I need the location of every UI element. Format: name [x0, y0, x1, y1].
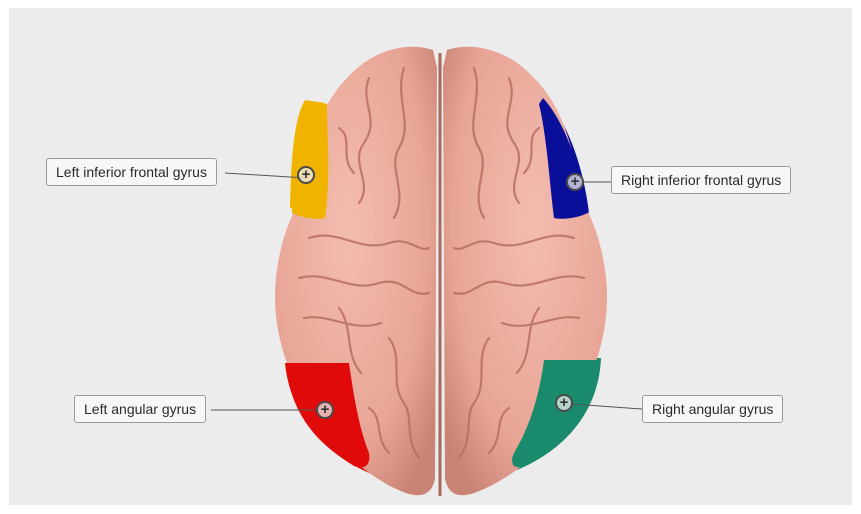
- label-right-angular-gyrus[interactable]: Right angular gyrus: [642, 395, 783, 423]
- right-inferior-frontal-marker-icon[interactable]: +: [566, 173, 584, 191]
- label-right-inferior-frontal-gyrus[interactable]: Right inferior frontal gyrus: [611, 166, 791, 194]
- left-inferior-frontal-marker-icon[interactable]: +: [297, 166, 315, 184]
- right-angular-marker-icon[interactable]: +: [555, 394, 573, 412]
- label-left-angular-gyrus[interactable]: Left angular gyrus: [74, 395, 206, 423]
- brain-viewer[interactable]: + + + + Left inferior frontal gyrus Righ…: [9, 8, 852, 505]
- brain-model[interactable]: [9, 8, 852, 505]
- label-left-inferior-frontal-gyrus[interactable]: Left inferior frontal gyrus: [46, 158, 217, 186]
- left-angular-marker-icon[interactable]: +: [316, 401, 334, 419]
